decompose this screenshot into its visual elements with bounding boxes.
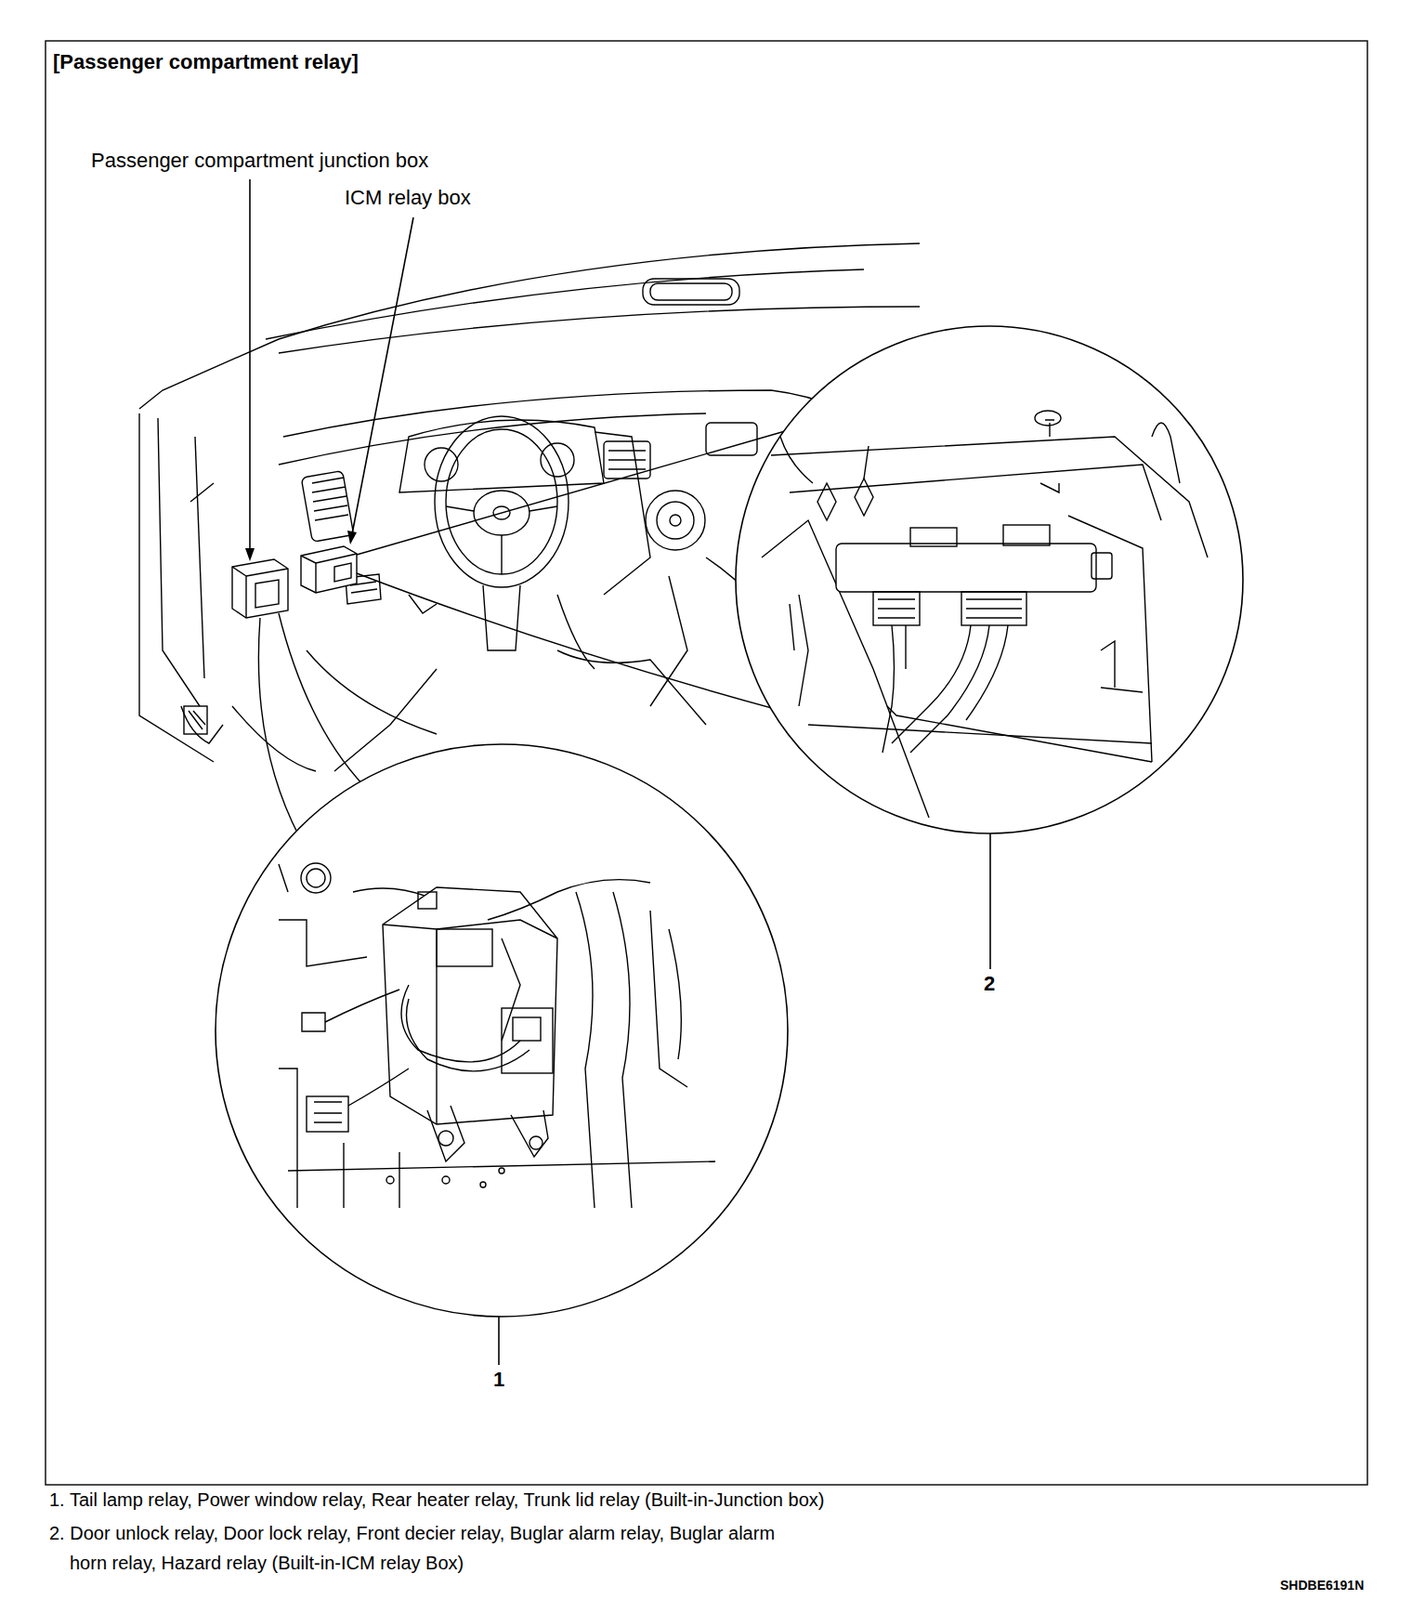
part-label: Passenger compartment junction box [91, 148, 429, 173]
junction-box-detail [278, 862, 716, 1208]
detail-circle [735, 326, 1243, 834]
part-label: ICM relay box [344, 185, 471, 210]
detail-circle [215, 744, 788, 1317]
callout-number: 2 [983, 971, 995, 996]
icm-detail [761, 410, 1208, 818]
title: [Passenger compartment relay] [52, 50, 359, 75]
note: 2. Door unlock relay, Door lock relay, F… [49, 1517, 776, 1578]
figure-code: SHDBE6191N [1280, 1577, 1364, 1594]
note: 1. Tail lamp relay, Power window relay, … [49, 1488, 824, 1511]
callout-number: 1 [493, 1367, 505, 1392]
frame [45, 40, 1368, 1485]
